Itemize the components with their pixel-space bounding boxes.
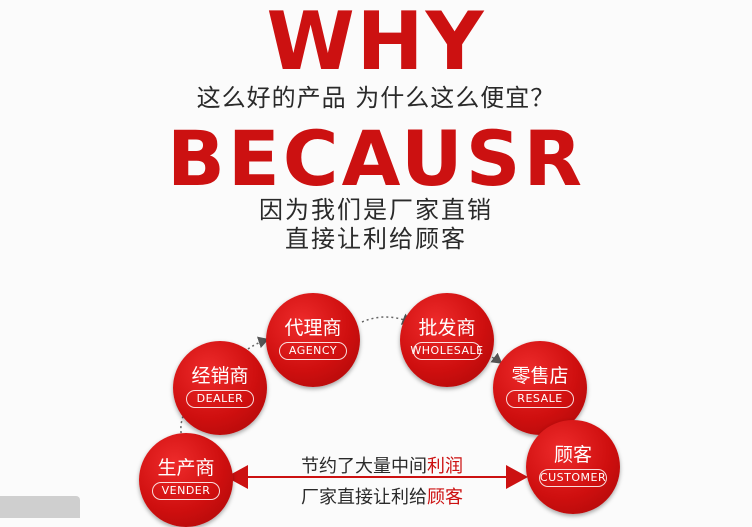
node-wholesale-badge [413,342,481,360]
answer-line-2: 直接让利给顾客 [285,225,467,253]
node-agency-en: AGENCY [288,344,338,357]
answer-line-1: 因为我们是厂家直销 [259,196,493,224]
because-heading: BECAUSR [166,114,586,203]
question-text: 这么好的产品 为什么这么便宜？ [196,84,556,112]
node-customer: 顾客 CUSTOMER [526,420,620,514]
node-customer-en: CUSTOMER [539,471,607,484]
node-dealer-en: DEALER [196,392,244,405]
node-agency-cn: 代理商 [284,317,342,339]
node-customer-cn: 顾客 [553,444,592,466]
node-vender: 生产商 VENDER [139,433,233,527]
node-resale-cn: 零售店 [511,365,569,387]
node-dealer-badge [186,390,254,408]
node-vender-cn: 生产商 [157,457,215,479]
middle-line-1-plain: 节约了大量中间 [301,456,427,477]
node-dealer-cn: 经销商 [191,365,249,387]
middle-line-2: 厂家直接让利给顾客 [240,483,524,509]
why-heading: WHY [266,0,486,88]
node-agency: 代理商 AGENCY [266,293,360,387]
node-wholesale: 批发商 WHOLESALE [400,293,494,387]
middle-line-1: 节约了大量中间利润 [240,452,524,478]
middle-line-1-highlight: 利润 [427,456,463,477]
node-vender-badge [152,482,220,500]
node-agency-badge [279,342,347,360]
node-dealer: 经销商 DEALER [173,341,267,435]
node-vender-en: VENDER [161,484,211,497]
node-customer-badge [539,469,607,487]
node-resale: 零售店 RESALE [493,341,587,435]
node-resale-badge [506,390,574,408]
node-wholesale-en: WHOLESALE [410,344,484,357]
node-wholesale-cn: 批发商 [418,317,476,339]
middle-line-2-highlight: 顾客 [427,487,463,508]
node-resale-en: RESALE [517,392,563,405]
bottom-left-tab [0,496,80,518]
middle-line-2-plain: 厂家直接让利给 [301,487,427,508]
